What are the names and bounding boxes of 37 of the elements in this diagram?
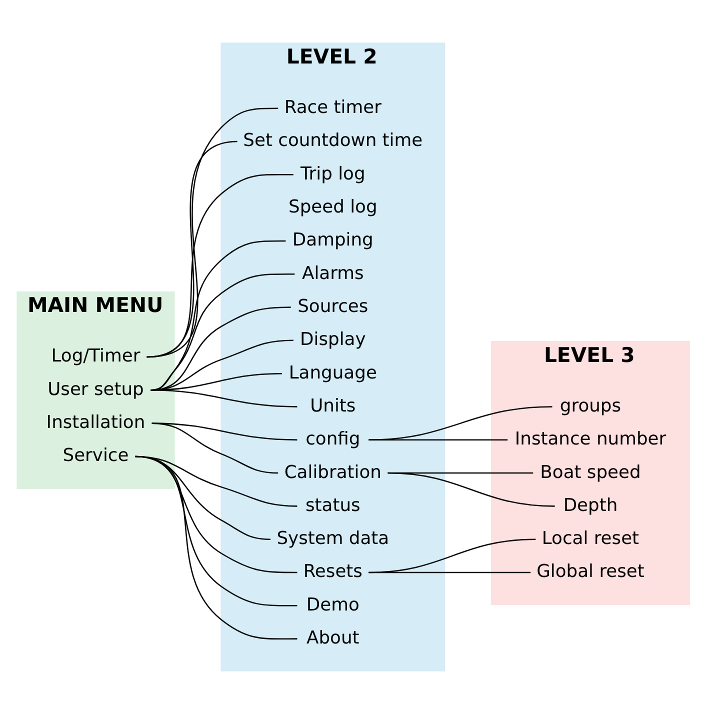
node-text: Damping: [292, 229, 374, 250]
node-text: Alarms: [302, 262, 364, 284]
node-text: Sources: [298, 295, 368, 316]
node-text: About: [306, 627, 360, 648]
node-text: Boat speed: [540, 461, 641, 482]
node-text: Global reset: [536, 560, 644, 582]
node-text: Units: [310, 394, 356, 416]
connector: [150, 389, 298, 407]
connector: [368, 406, 552, 440]
node-text: Local reset: [542, 528, 640, 549]
node-text: Installation: [46, 412, 146, 433]
node-text: Demo: [306, 594, 360, 615]
connector: [388, 472, 555, 506]
connector: [152, 422, 278, 474]
node-text: Language: [288, 362, 377, 383]
node-text: Calibration: [284, 461, 382, 482]
node-text: Display: [300, 328, 366, 350]
node-text: groups: [560, 394, 622, 416]
node-text: status: [305, 494, 360, 516]
node-text: config: [306, 428, 360, 450]
connector: [368, 571, 531, 573]
node-text: Trip log: [300, 162, 366, 184]
node-text: Service: [62, 444, 129, 466]
node-text: Log/Timer: [51, 345, 140, 366]
connector: [146, 173, 294, 358]
connector: [368, 538, 536, 573]
node-text: Instance number: [514, 428, 666, 450]
node-text: User setup: [48, 378, 144, 400]
node-text: Depth: [563, 494, 618, 516]
node-text: Speed log: [288, 196, 378, 218]
connector: [135, 455, 298, 640]
connector: [368, 438, 508, 440]
node-text: Set countdown time: [243, 130, 423, 151]
connector: [152, 422, 298, 440]
node-text: System data: [276, 528, 390, 549]
node-text: Race timer: [284, 96, 382, 118]
node-text: Resets: [303, 560, 362, 582]
